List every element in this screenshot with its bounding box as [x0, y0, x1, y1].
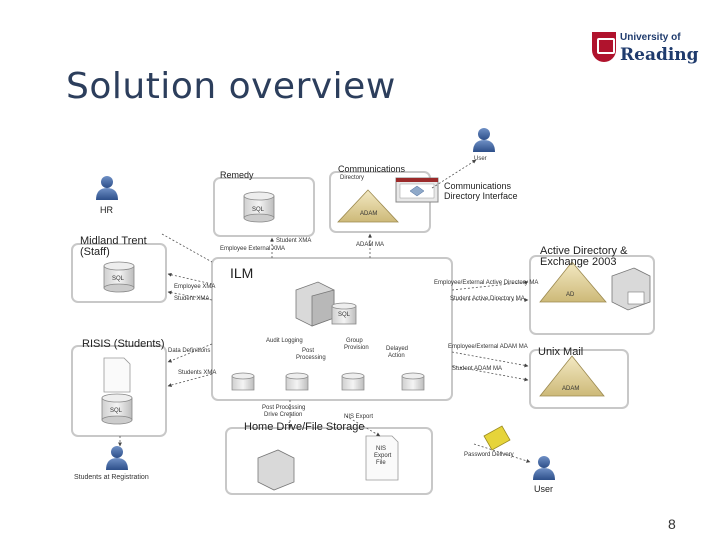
risis-db-icon: [101, 393, 133, 425]
nis-file-label-1: NIS: [376, 446, 387, 452]
nis-export-label: NIS Export: [344, 414, 374, 420]
post-processing-label-2: Processing: [296, 355, 326, 361]
adam-icon-unix: [539, 355, 605, 397]
audit-logging-label: Audit Logging: [266, 338, 303, 344]
student-ad-ma-label: Student Active Directory MA: [450, 296, 525, 302]
employee-xma-label: Employee XMA: [174, 284, 216, 290]
midland-sql-label: SQL: [112, 276, 125, 282]
user-bottom-label: User: [534, 484, 554, 494]
students-registration-label: Students at Registration: [74, 474, 149, 481]
post-processing-label-1: Post: [302, 348, 315, 354]
student-xma-top-label: Student XMA: [276, 238, 312, 244]
group-provision-label-1: Group: [346, 338, 363, 344]
ilm-label: ILM: [230, 265, 254, 281]
logo-line2: Reading: [620, 45, 699, 65]
midland-db-icon: [103, 261, 135, 293]
user-top-person-icon: [473, 128, 495, 152]
remedy-label: Remedy: [220, 170, 254, 180]
employee-external-xma-label: Employee External XMA: [220, 246, 286, 252]
delayed-action-label-2: Action: [388, 353, 405, 359]
ilm-box: [211, 257, 453, 401]
students-xma-label: Students XMA: [178, 370, 217, 376]
page-number: 8: [668, 516, 676, 532]
ilm-sql-label: SQL: [338, 312, 351, 318]
password-envelope-icon: [483, 425, 511, 451]
communications-label: Communications: [338, 164, 406, 174]
comm-adam-label: ADAM: [360, 211, 378, 217]
document-icon: [103, 357, 131, 393]
nis-file-label-3: File: [376, 460, 386, 466]
student-xma-left-label: Student XMA: [174, 296, 210, 302]
hr-person-icon: [96, 176, 118, 200]
risis-sql-label: SQL: [110, 408, 123, 414]
comm-interface-label-1: Communications: [444, 181, 512, 191]
students-person-icon: [106, 446, 128, 470]
hr-label: HR: [100, 205, 113, 215]
crest-icon: [592, 32, 616, 62]
student-adam-ma-label: Student ADAM MA: [452, 366, 503, 372]
remedy-sql-label: SQL: [252, 207, 265, 213]
ilm-db-icon: [331, 302, 357, 325]
remedy-db-icon: [243, 191, 275, 223]
group-provision-label-2: Provision: [344, 345, 369, 351]
home-drive-label: Home Drive/File Storage: [244, 421, 365, 433]
nis-file-label-2: Export: [374, 453, 392, 459]
midland-trent-staff-label: (Staff): [80, 246, 110, 258]
ad-label: AD: [566, 292, 575, 298]
nis-export-file-icon: [365, 435, 399, 481]
risis-label: RISIS (Students): [82, 338, 165, 350]
adam-ma-label: ADAM MA: [356, 242, 385, 248]
communications-sub-label: Directory: [340, 175, 365, 181]
post-processing-drive-label-2: Drive Creation: [264, 412, 303, 418]
midland-trent-label: Midland Trent: [80, 235, 147, 247]
ilm-bottom-dbs: [231, 372, 425, 391]
delayed-action-label-1: Delayed: [386, 346, 409, 352]
user-bottom-person-icon: [533, 456, 555, 480]
employee-external-ad-ma-label: Employee/External Active Directory MA: [434, 280, 539, 286]
post-processing-drive-label-1: Post Processing: [262, 405, 306, 411]
data-definitions-label: Data Definitions: [168, 348, 211, 354]
employee-external-adam-ma-label: Employee/External ADAM MA: [448, 344, 528, 350]
active-directory-label: Active Directory &: [540, 245, 628, 257]
logo-line1: University of: [620, 32, 681, 43]
ad-icon: [539, 261, 607, 303]
file-server-icon: [257, 449, 295, 491]
slide-title: Solution overview: [66, 66, 396, 107]
university-logo: University of Reading: [590, 30, 699, 66]
ilm-server-icon: [295, 281, 335, 327]
home-drive-box: [225, 427, 433, 495]
unix-mail-label: Unix Mail: [538, 346, 584, 358]
password-delivery-label: Password Delivery: [464, 452, 514, 458]
exchange-label: Exchange 2003: [540, 256, 617, 268]
user-top-label: User: [474, 156, 487, 162]
adam-icon-communications: [337, 189, 399, 223]
comm-interface-label-2: Directory Interface: [444, 191, 518, 201]
unix-adam-label: ADAM: [562, 386, 580, 392]
